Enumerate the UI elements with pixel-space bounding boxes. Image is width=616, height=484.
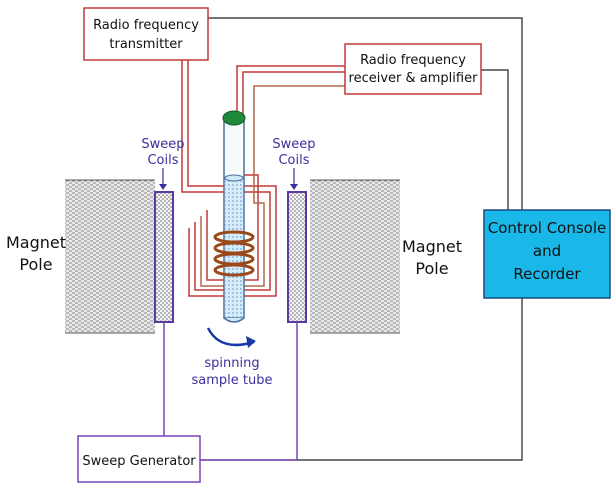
sweep-coil-arrow-right-icon: [290, 168, 298, 190]
magnet-pole-left-label-2: Pole: [19, 255, 52, 274]
rf-coil: [213, 230, 255, 277]
sweep-coils-left-label-1: Sweep: [141, 137, 184, 152]
magnet-pole-left-label-1: Magnet: [6, 233, 66, 252]
rf-transmitter-label-1: Radio frequency: [93, 18, 199, 33]
rf-receiver-label-1: Radio frequency: [360, 53, 466, 68]
rf-receiver-label-2: receiver & amplifier: [349, 71, 479, 86]
spin-arrow-icon: [206, 327, 256, 348]
sample-tube: [223, 119, 245, 323]
sweep-wires: [163, 322, 298, 461]
rf-transmitter-label-2: transmitter: [109, 37, 183, 52]
sweep-coils-left-label-2: Coils: [147, 153, 178, 168]
control-console-label-1: Control Console: [488, 219, 607, 237]
magnet-pole-right: [310, 179, 400, 334]
rf-transmitter-box: [83, 7, 209, 61]
tube-cap: [222, 110, 246, 126]
sweep-generator-box: [77, 435, 201, 483]
sweep-coils-right-label-2: Coils: [278, 153, 309, 168]
sweep-coil-arrow-left-icon: [159, 168, 167, 190]
sweep-coils-right-label-1: Sweep: [272, 137, 315, 152]
magnet-pole-left: [65, 179, 155, 334]
rf-receiver-box: [344, 43, 482, 95]
receiver-wires: [200, 85, 345, 287]
sweep-coil-right: [287, 191, 307, 323]
sweep-generator-label: Sweep Generator: [82, 454, 196, 469]
control-console-label-2: and: [533, 242, 561, 260]
control-console-box: [483, 209, 611, 299]
sample-tube-label-2: sample tube: [192, 373, 273, 388]
sweep-coil-left: [154, 191, 174, 323]
console-wires: [200, 17, 523, 461]
magnet-pole-right-label-1: Magnet: [402, 237, 462, 256]
rf-wires: [181, 60, 345, 297]
magnet-pole-right-label-2: Pole: [415, 259, 448, 278]
sample-tube-label-1: spinning: [204, 356, 259, 371]
control-console-label-3: Recorder: [513, 265, 581, 283]
